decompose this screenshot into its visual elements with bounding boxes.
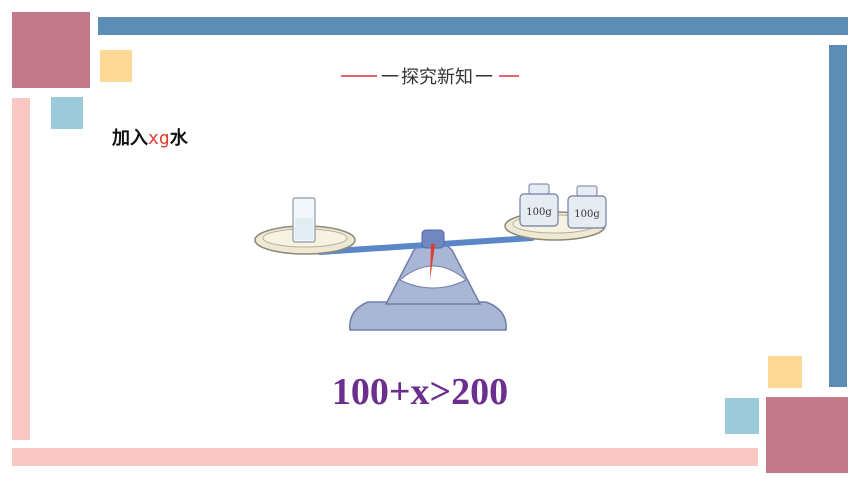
decor-square-light-blue [51,97,83,129]
heading-right-dash-text: 一 [475,67,493,88]
section-heading: 一 探究新知 一 [330,62,530,90]
heading-dash-right [499,75,519,77]
decor-bar-top [98,17,848,35]
decor-square-yellow-bottom [768,356,802,388]
decor-square-yellow [100,50,132,82]
decor-square-light-blue-bottom [725,398,759,434]
weight-2: 100g [567,185,607,229]
inequality-formula: 100+x>200 [331,371,509,413]
caption-variable: xg [148,128,170,149]
heading-left-dash-text: 一 [381,67,399,88]
caption: 加入xg水 [112,124,188,150]
scale-needle [430,244,435,280]
decor-square-mauve-bottom [766,397,848,473]
heading-dash-left [341,75,377,77]
decor-bar-right [829,45,847,387]
weight-1-label: 100g [526,207,552,218]
heading-text: 探究新知 [401,67,473,88]
scale-base [349,301,507,331]
caption-prefix: 加入 [112,128,148,149]
caption-suffix: 水 [169,128,188,149]
weight-1: 100g [519,183,559,227]
decor-bar-left [12,98,30,440]
decor-bar-bottom [12,448,758,466]
balance-scale-illustration: 100g 100g [254,183,607,331]
decor-square-mauve [12,12,90,88]
weight-2-label: 100g [574,209,600,220]
